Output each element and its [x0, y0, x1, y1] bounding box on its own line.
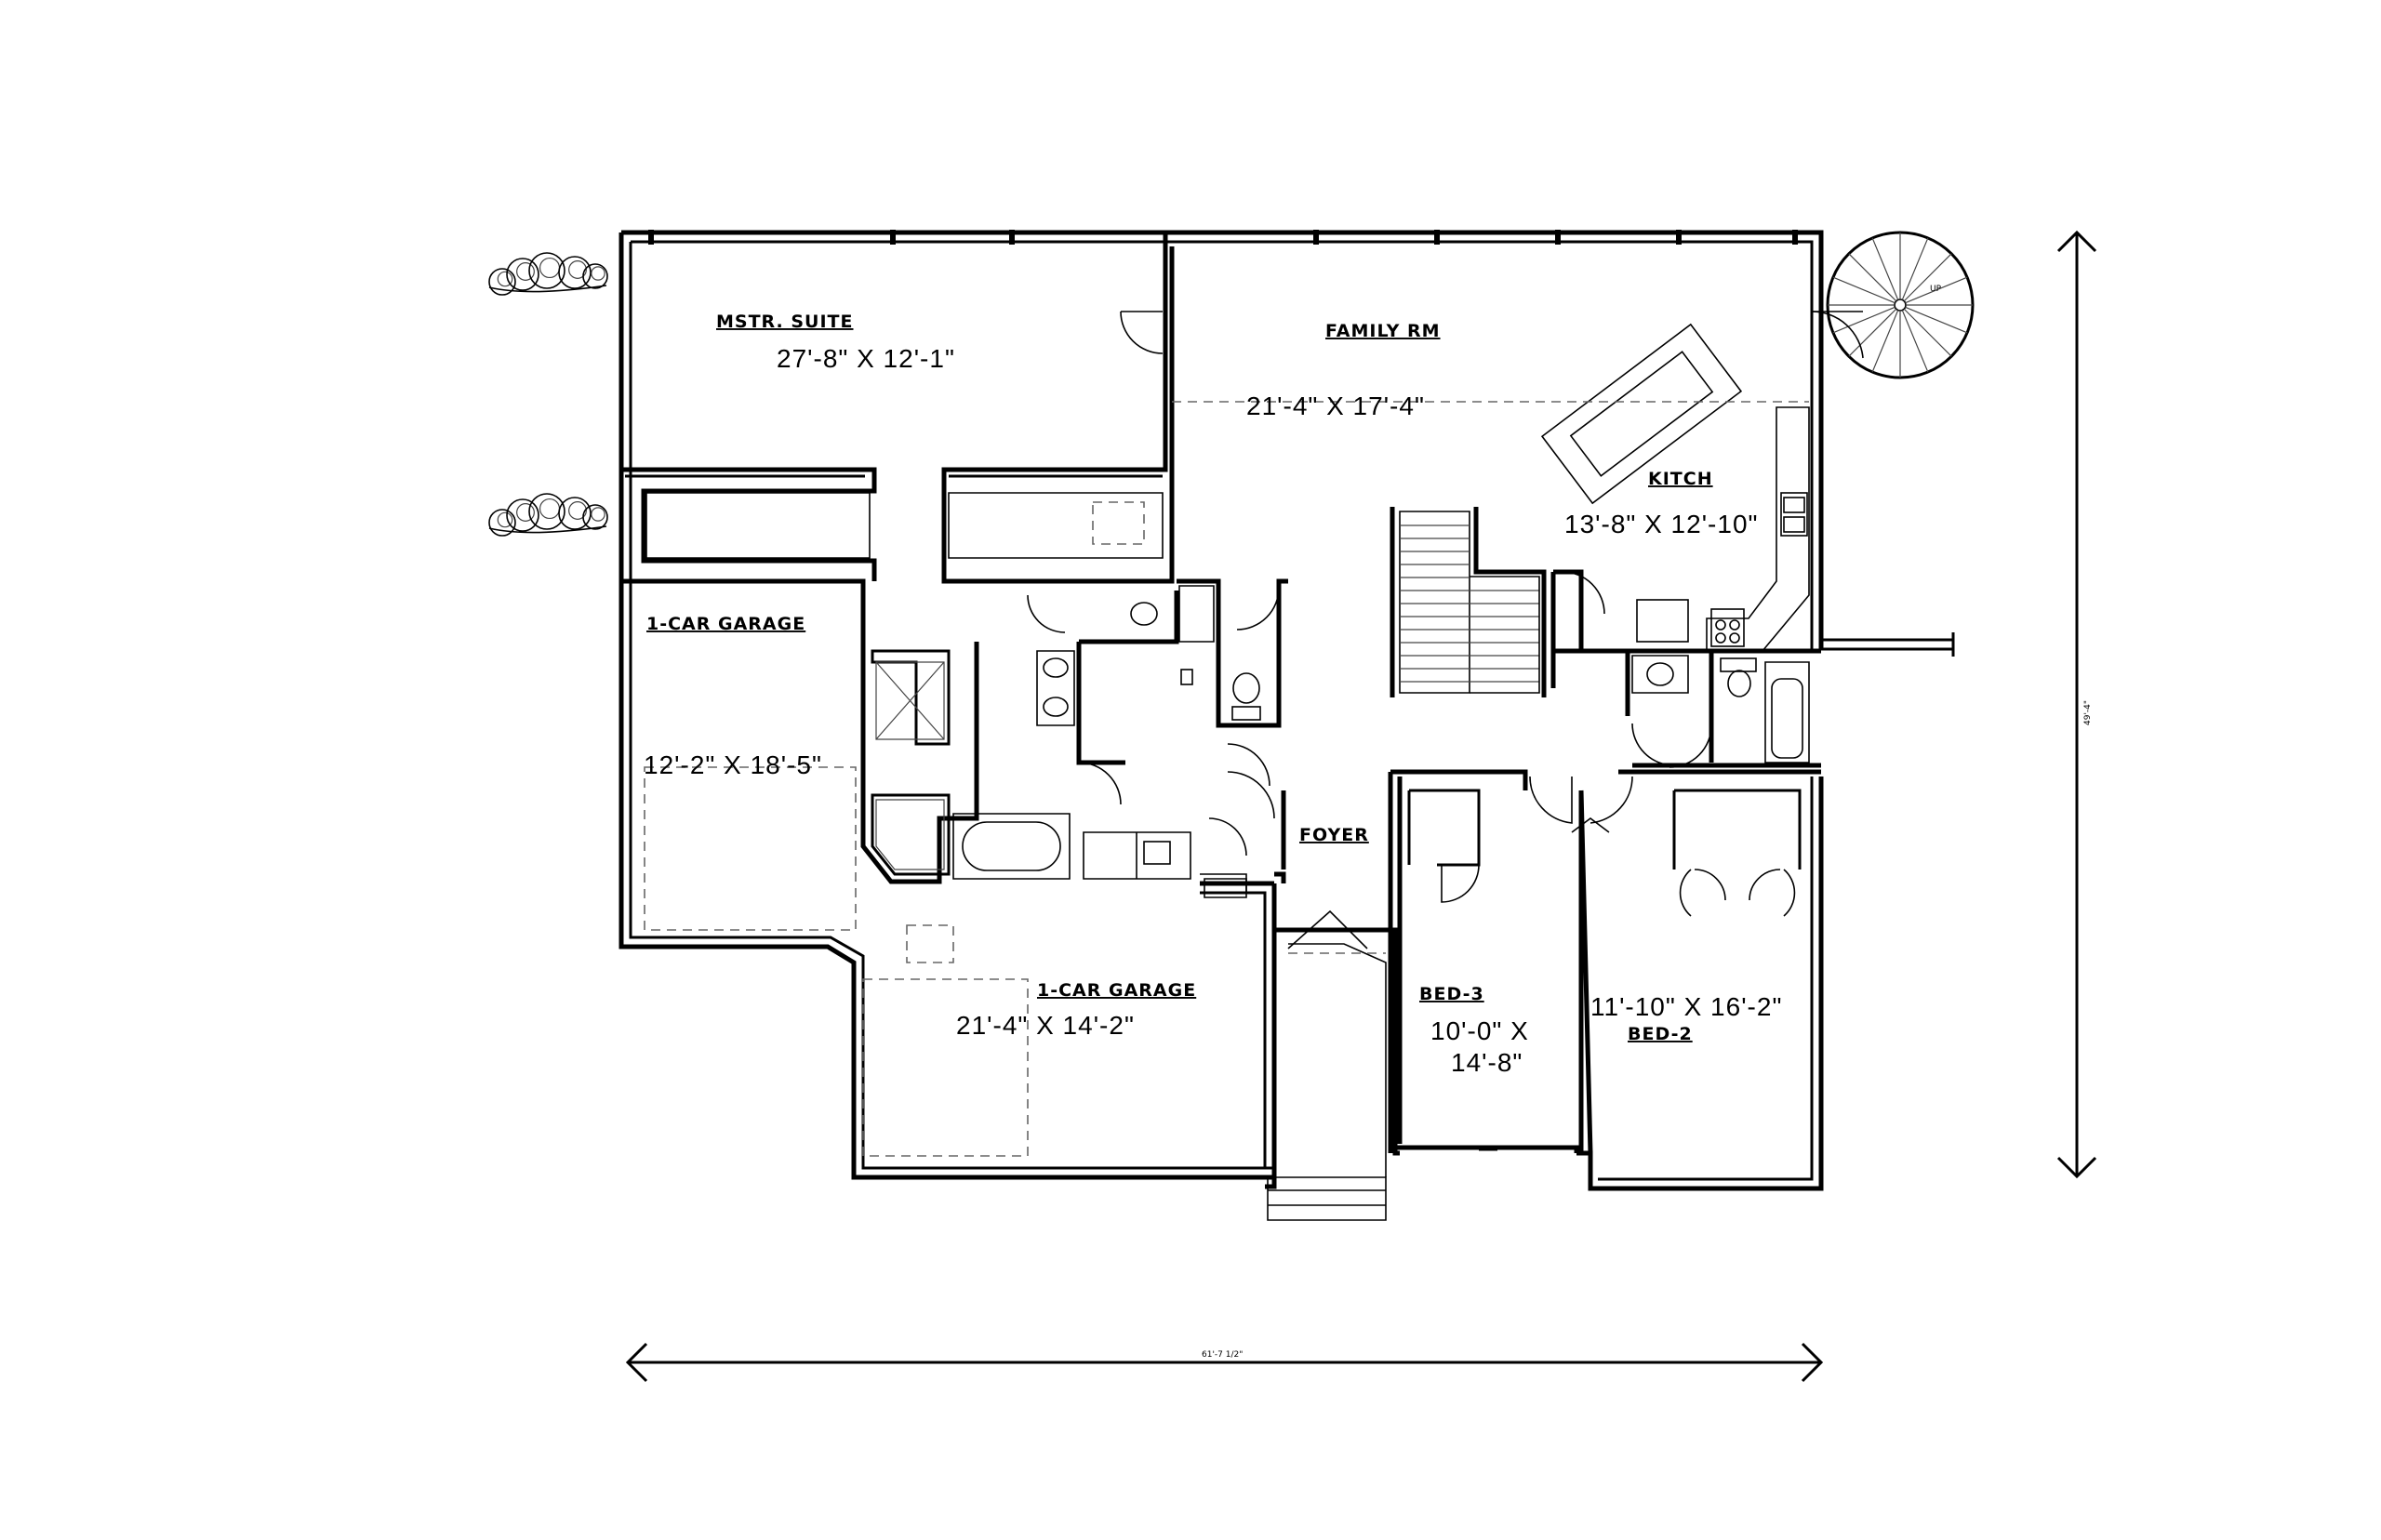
depth-dimension-label: 49'-4": [2083, 700, 2093, 725]
window-marks: [648, 230, 1798, 245]
kitchen: [1172, 323, 1810, 652]
master-bath: [621, 578, 1288, 884]
exterior-walls: [619, 230, 1824, 1191]
master-suite-walls: [621, 232, 1175, 584]
bedrooms: [1388, 769, 1821, 1181]
room-name-foyer: FOYER: [1299, 825, 1369, 845]
stairs: [1390, 507, 1605, 697]
room-name-family-room: FAMILY RM: [1325, 321, 1441, 341]
room-dim-garage-right: 21'-4" X 14'-2": [956, 1011, 1135, 1040]
width-dimension-label: 61'-7 1/2": [1202, 1350, 1243, 1360]
foyer-entry: [1200, 771, 1387, 1221]
room-dim-family-room: 21'-4" X 17'-4": [1246, 392, 1425, 420]
width-dimension: 61'-7 1/2": [625, 1342, 1824, 1383]
room-name-bed3: BED-3: [1419, 984, 1484, 1004]
room-name-master-suite: MSTR. SUITE: [716, 312, 854, 332]
room-name-garage-right: 1-CAR GARAGE: [1037, 980, 1196, 1001]
room-dim-bed3-line1: 10'-0" X: [1430, 1016, 1529, 1045]
laundry-hall-bath: [1553, 632, 1955, 768]
room-dim-bed2: 11'-10" X 16'-2": [1590, 992, 1782, 1021]
room-name-garage-left: 1-CAR GARAGE: [646, 614, 805, 634]
room-dim-master-suite: 27'-8" X 12'-1": [777, 344, 955, 373]
shrubs: [488, 252, 608, 537]
room-dim-garage-left: 12'-2" X 18'-5": [644, 750, 822, 779]
stair-up-label: UP: [1930, 285, 1942, 294]
room-name-kitchen: KITCH: [1648, 469, 1713, 489]
room-name-bed2: BED-2: [1628, 1024, 1693, 1044]
garages: [619, 578, 1277, 1177]
depth-dimension: 49'-4": [2056, 230, 2097, 1179]
room-dim-kitchen: 13'-8" X 12'-10": [1564, 510, 1758, 538]
room-dim-bed3-line2: 14'-8": [1451, 1048, 1523, 1077]
spiral-stair: UP: [1811, 231, 1975, 379]
